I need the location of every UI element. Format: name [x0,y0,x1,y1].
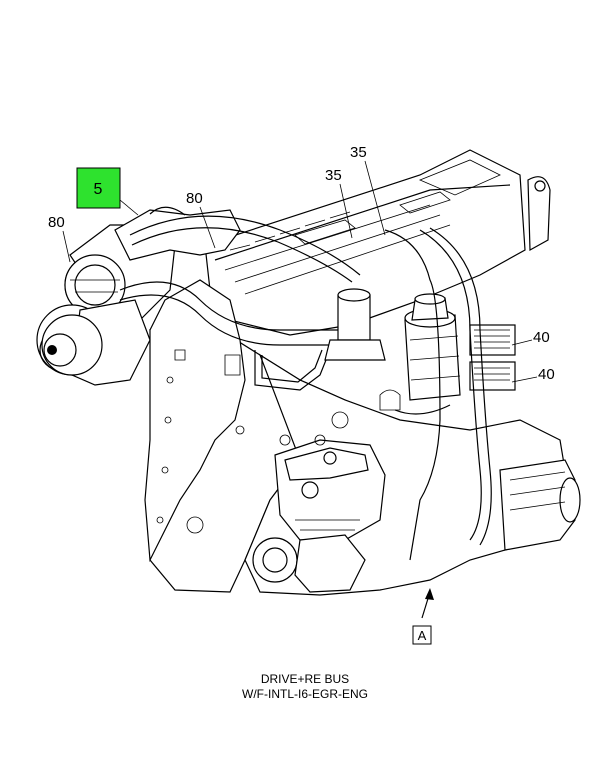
callout-35-upper[interactable]: 35 [350,144,386,236]
engine-drawing [36,149,581,619]
callout-40-upper-leader [511,339,533,346]
callout-5-label: 5 [94,181,103,198]
callout-35-lower-label: 35 [325,167,342,184]
callout-5-highlight[interactable]: 5 [76,167,139,216]
callout-35-upper-leader [364,160,386,236]
view-marker-a[interactable]: A [412,625,432,645]
callout-80-left[interactable]: 80 [48,214,71,263]
callout-80-top-leader [199,206,216,249]
view-marker-box [412,625,432,645]
callout-5-leader [119,199,139,216]
callout-80-left-leader [62,230,71,263]
callout-35-lower[interactable]: 35 [325,167,353,239]
callout-40-lower-leader [511,376,538,383]
view-marker-label: A [418,628,427,643]
callout-80-left-label: 80 [48,214,65,231]
highlight-box [76,167,121,209]
callout-40-upper[interactable]: 40 [511,329,550,346]
callout-80-top-label: 80 [186,190,203,207]
caption-line-1: DRIVE+RE BUS [260,672,350,686]
callout-35-upper-label: 35 [350,144,367,161]
callout-40-upper-label: 40 [533,329,550,346]
caption-line-2: W/F-INTL-I6-EGR-ENG [242,687,368,701]
callout-40-lower[interactable]: 40 [511,366,555,383]
callout-40-lower-label: 40 [538,366,555,383]
callout-35-lower-leader [339,183,353,239]
callout-80-top[interactable]: 80 [186,190,216,249]
